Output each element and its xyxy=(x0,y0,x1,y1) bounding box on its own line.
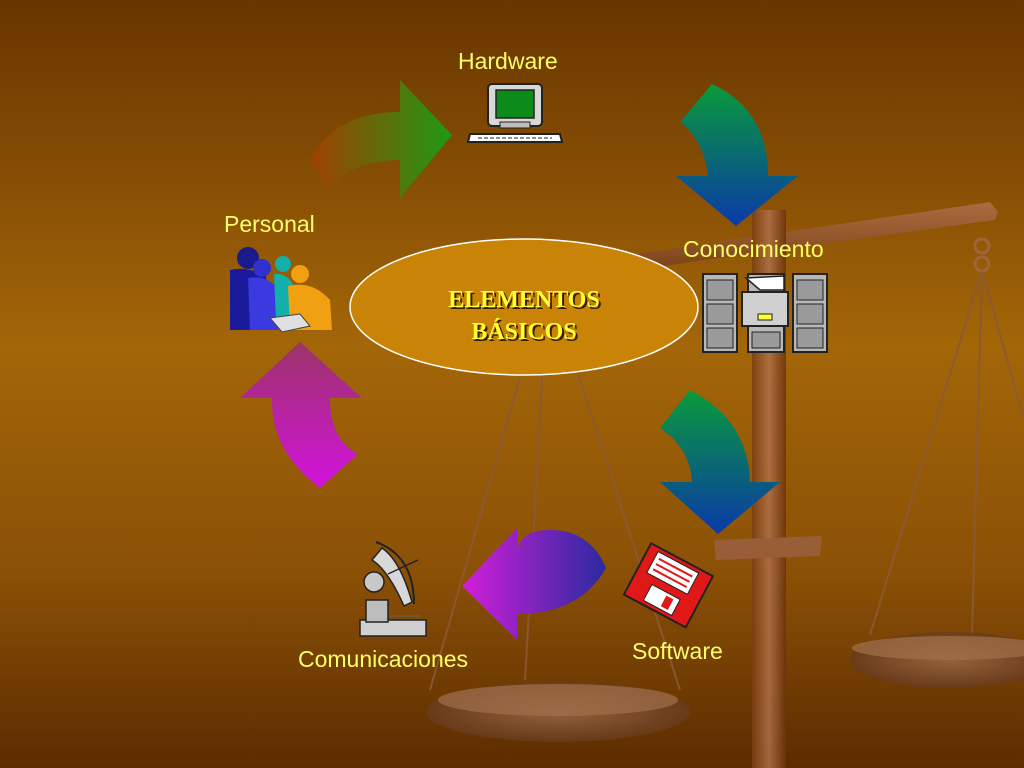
label-hardware: Hardware xyxy=(458,48,558,74)
center-title: ELEMENTOS BÁSICOS xyxy=(352,284,696,348)
label-conocimiento: Conocimiento xyxy=(683,236,824,262)
center-ellipse xyxy=(349,238,699,376)
arrow-hardware-to-conocimiento xyxy=(676,84,798,226)
label-personal: Personal xyxy=(224,211,315,237)
people-icon xyxy=(230,247,332,333)
file-cabinet-icon xyxy=(702,273,828,353)
label-software: Software xyxy=(632,638,723,664)
satellite-dish-icon xyxy=(359,541,427,637)
arrow-software-to-comunicaciones xyxy=(462,528,606,640)
arrow-comunicaciones-to-personal xyxy=(240,342,362,488)
label-comunicaciones: Comunicaciones xyxy=(298,646,469,672)
center-title-line1: ELEMENTOS xyxy=(448,287,600,313)
arrow-personal-to-hardware xyxy=(310,80,452,198)
floppy-disk-icon xyxy=(622,541,715,629)
computer-icon xyxy=(466,83,564,143)
center-title-line2: BÁSICOS xyxy=(471,319,577,345)
arrow-conocimiento-to-software xyxy=(660,390,780,534)
